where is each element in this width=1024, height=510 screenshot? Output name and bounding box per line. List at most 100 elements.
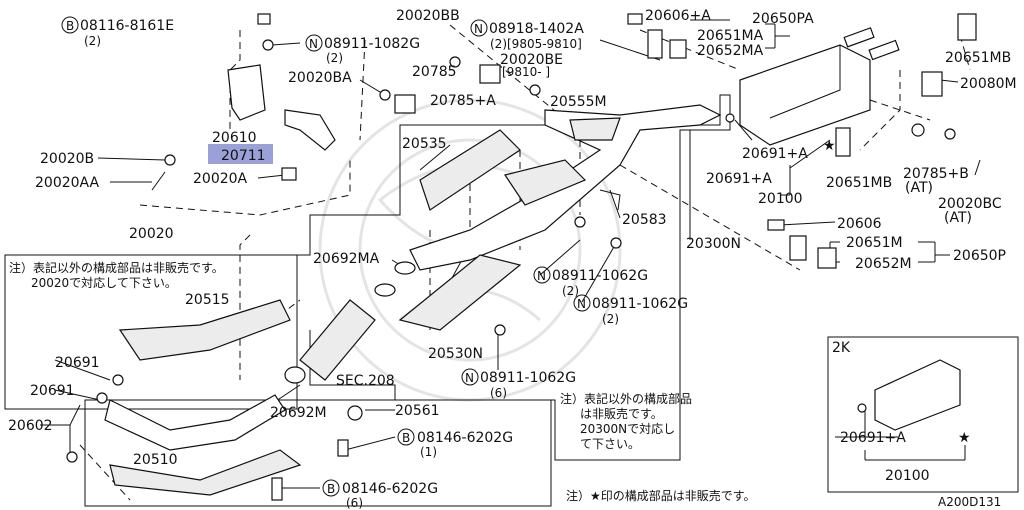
prefix-N-5: N — [465, 371, 474, 385]
label-20583: 20583 — [622, 212, 667, 228]
label-08146-6202G-a-qty: (1) — [420, 445, 437, 459]
note-20300N-line3: 20300Nで対応し — [580, 422, 675, 436]
label-SEC208: SEC.208 — [336, 373, 395, 389]
label-20650PA: 20650PA — [752, 11, 814, 27]
note-20020-line1: 注）表記以外の構成部品は非販売です。 — [9, 260, 224, 275]
bolt-08146-6202G-b — [271, 477, 283, 501]
converter-SEC208 — [299, 299, 376, 381]
prefix-N-1: N — [309, 37, 318, 51]
pipe-20020 — [104, 394, 286, 451]
prefix-N-2: N — [474, 22, 483, 36]
label-20100-2K: 20100 — [885, 468, 930, 484]
gasket-20692MA — [394, 261, 416, 275]
hanger-20651MB-mid — [835, 127, 851, 157]
clamp-20561 — [347, 405, 363, 421]
label-20020AA: 20020AA — [35, 175, 100, 191]
label-08918-1402A: 08918-1402A — [489, 21, 584, 37]
bolt-20606A — [627, 13, 643, 25]
label-20300N: 20300N — [686, 236, 741, 252]
note-box-20020 — [4, 254, 298, 410]
label-20652MA: 20652MA — [697, 43, 764, 59]
gasket-20692M — [284, 366, 306, 384]
label-20692MA: 20692MA — [313, 251, 380, 267]
note-star: 注）★印の構成部品は非販売です。 — [566, 488, 756, 503]
hanger-20652MA — [669, 39, 687, 59]
label-20561: 20561 — [395, 403, 440, 419]
nut-20020BB — [449, 56, 461, 68]
label-AT1: (AT) — [905, 180, 933, 196]
label-20785A: 20785+A — [430, 93, 496, 109]
label-08116-8161E: 08116-8161E — [80, 18, 174, 34]
label-20020: 20020 — [129, 226, 174, 242]
prefix-B-3: B — [327, 482, 335, 496]
inset-box-2K — [827, 336, 1019, 493]
label-20080M: 20080M — [960, 76, 1017, 92]
label-20652M: 20652M — [855, 256, 912, 272]
group-outline-20510 — [84, 399, 552, 507]
label-08911-1082G: 08911-1082G — [324, 36, 420, 52]
notes: 注）表記以外の構成部品は非販売です。 20020で対応して下さい。 注）表記以外… — [9, 138, 1001, 509]
hanger-20651MA — [647, 29, 663, 59]
part-shapes — [66, 13, 977, 501]
note-20300N-line4: て下さい。 — [580, 437, 640, 451]
label-08911-1062G-a: 08911-1062G — [552, 268, 648, 284]
label-08116-qty: (2) — [84, 34, 101, 48]
label-20510: 20510 — [133, 452, 178, 468]
bolt-08146-6202G-a — [337, 439, 349, 457]
resonator-20300N — [504, 159, 587, 206]
hanger-20651MB-top — [957, 13, 977, 41]
label-20606A: 20606+A — [645, 8, 711, 24]
nut-08911-1082G — [262, 39, 274, 51]
label-08911-1062G-b-qty: (2) — [602, 312, 619, 326]
star-marker-2: ★ — [958, 430, 971, 446]
label-20555M: 20555M — [550, 94, 607, 110]
label-20692M: 20692M — [270, 405, 327, 421]
note-20300N-line2: は非販売です。 — [580, 406, 663, 421]
label-20020BC: 20020BC — [938, 196, 1002, 212]
label-20651MB-top: 20651MB — [945, 50, 1011, 66]
cover-20530N — [398, 254, 522, 331]
part-labels: 08116-8161E (2) 08911-1082G (2) 20020BB … — [8, 8, 1017, 510]
note-20300N-line1: 注）表記以外の構成部品 — [560, 391, 692, 406]
bolt-20606 — [767, 219, 785, 231]
muffler-20100-2K — [874, 359, 961, 431]
gasket-20691A — [725, 113, 735, 123]
label-20651MA: 20651MA — [697, 28, 764, 44]
label-08146-6202G-a: 08146-6202G — [417, 430, 513, 446]
leader-lines — [40, 19, 981, 489]
label-20711: 20711 — [221, 148, 266, 164]
star-marker-1: ★ — [823, 138, 836, 154]
label-08911-1062G-c-qty: (6) — [490, 386, 507, 400]
gasket-20691-a — [112, 374, 124, 386]
label-20530N: 20530N — [428, 346, 483, 362]
highlight-20711 — [208, 144, 273, 164]
note-20020-line2: 20020で対応して下さい。 — [31, 276, 177, 290]
gasket-20691A-2K — [857, 403, 867, 413]
label-08911-1082G-qty: (2) — [326, 51, 343, 65]
prefix-B-1: B — [66, 19, 74, 33]
label-20610: 20610 — [212, 130, 257, 146]
nut-20020B — [164, 154, 176, 166]
label-08911-1062G-b: 08911-1062G — [592, 296, 688, 312]
mount-20785B — [911, 123, 925, 137]
label-20020A: 20020A — [193, 171, 248, 187]
mount-20785A — [479, 64, 501, 84]
label-20785B: 20785+B — [903, 166, 969, 182]
label-AT2: (AT) — [944, 210, 972, 226]
label-20020BE: 20020BE — [500, 52, 563, 68]
label-20785: 20785 — [412, 64, 457, 80]
label-20020B: 20020B — [40, 151, 94, 167]
label-20515: 20515 — [185, 292, 230, 308]
diagram-code: A200D131 — [938, 495, 1001, 509]
prefix-B-2: B — [402, 431, 410, 445]
label-20606: 20606 — [837, 216, 882, 232]
label-20020BB: 20020BB — [396, 8, 460, 24]
prefix-N-3: N — [537, 269, 546, 283]
circled-prefixes: B N N N N N B B — [61, 16, 591, 497]
label-20651MB-mid: 20651MB — [826, 175, 892, 191]
gasket-20691-b — [96, 392, 108, 404]
nut-08911-1062G-b — [610, 237, 622, 249]
label-20651M: 20651M — [846, 235, 903, 251]
label-2K: 2K — [832, 340, 851, 356]
